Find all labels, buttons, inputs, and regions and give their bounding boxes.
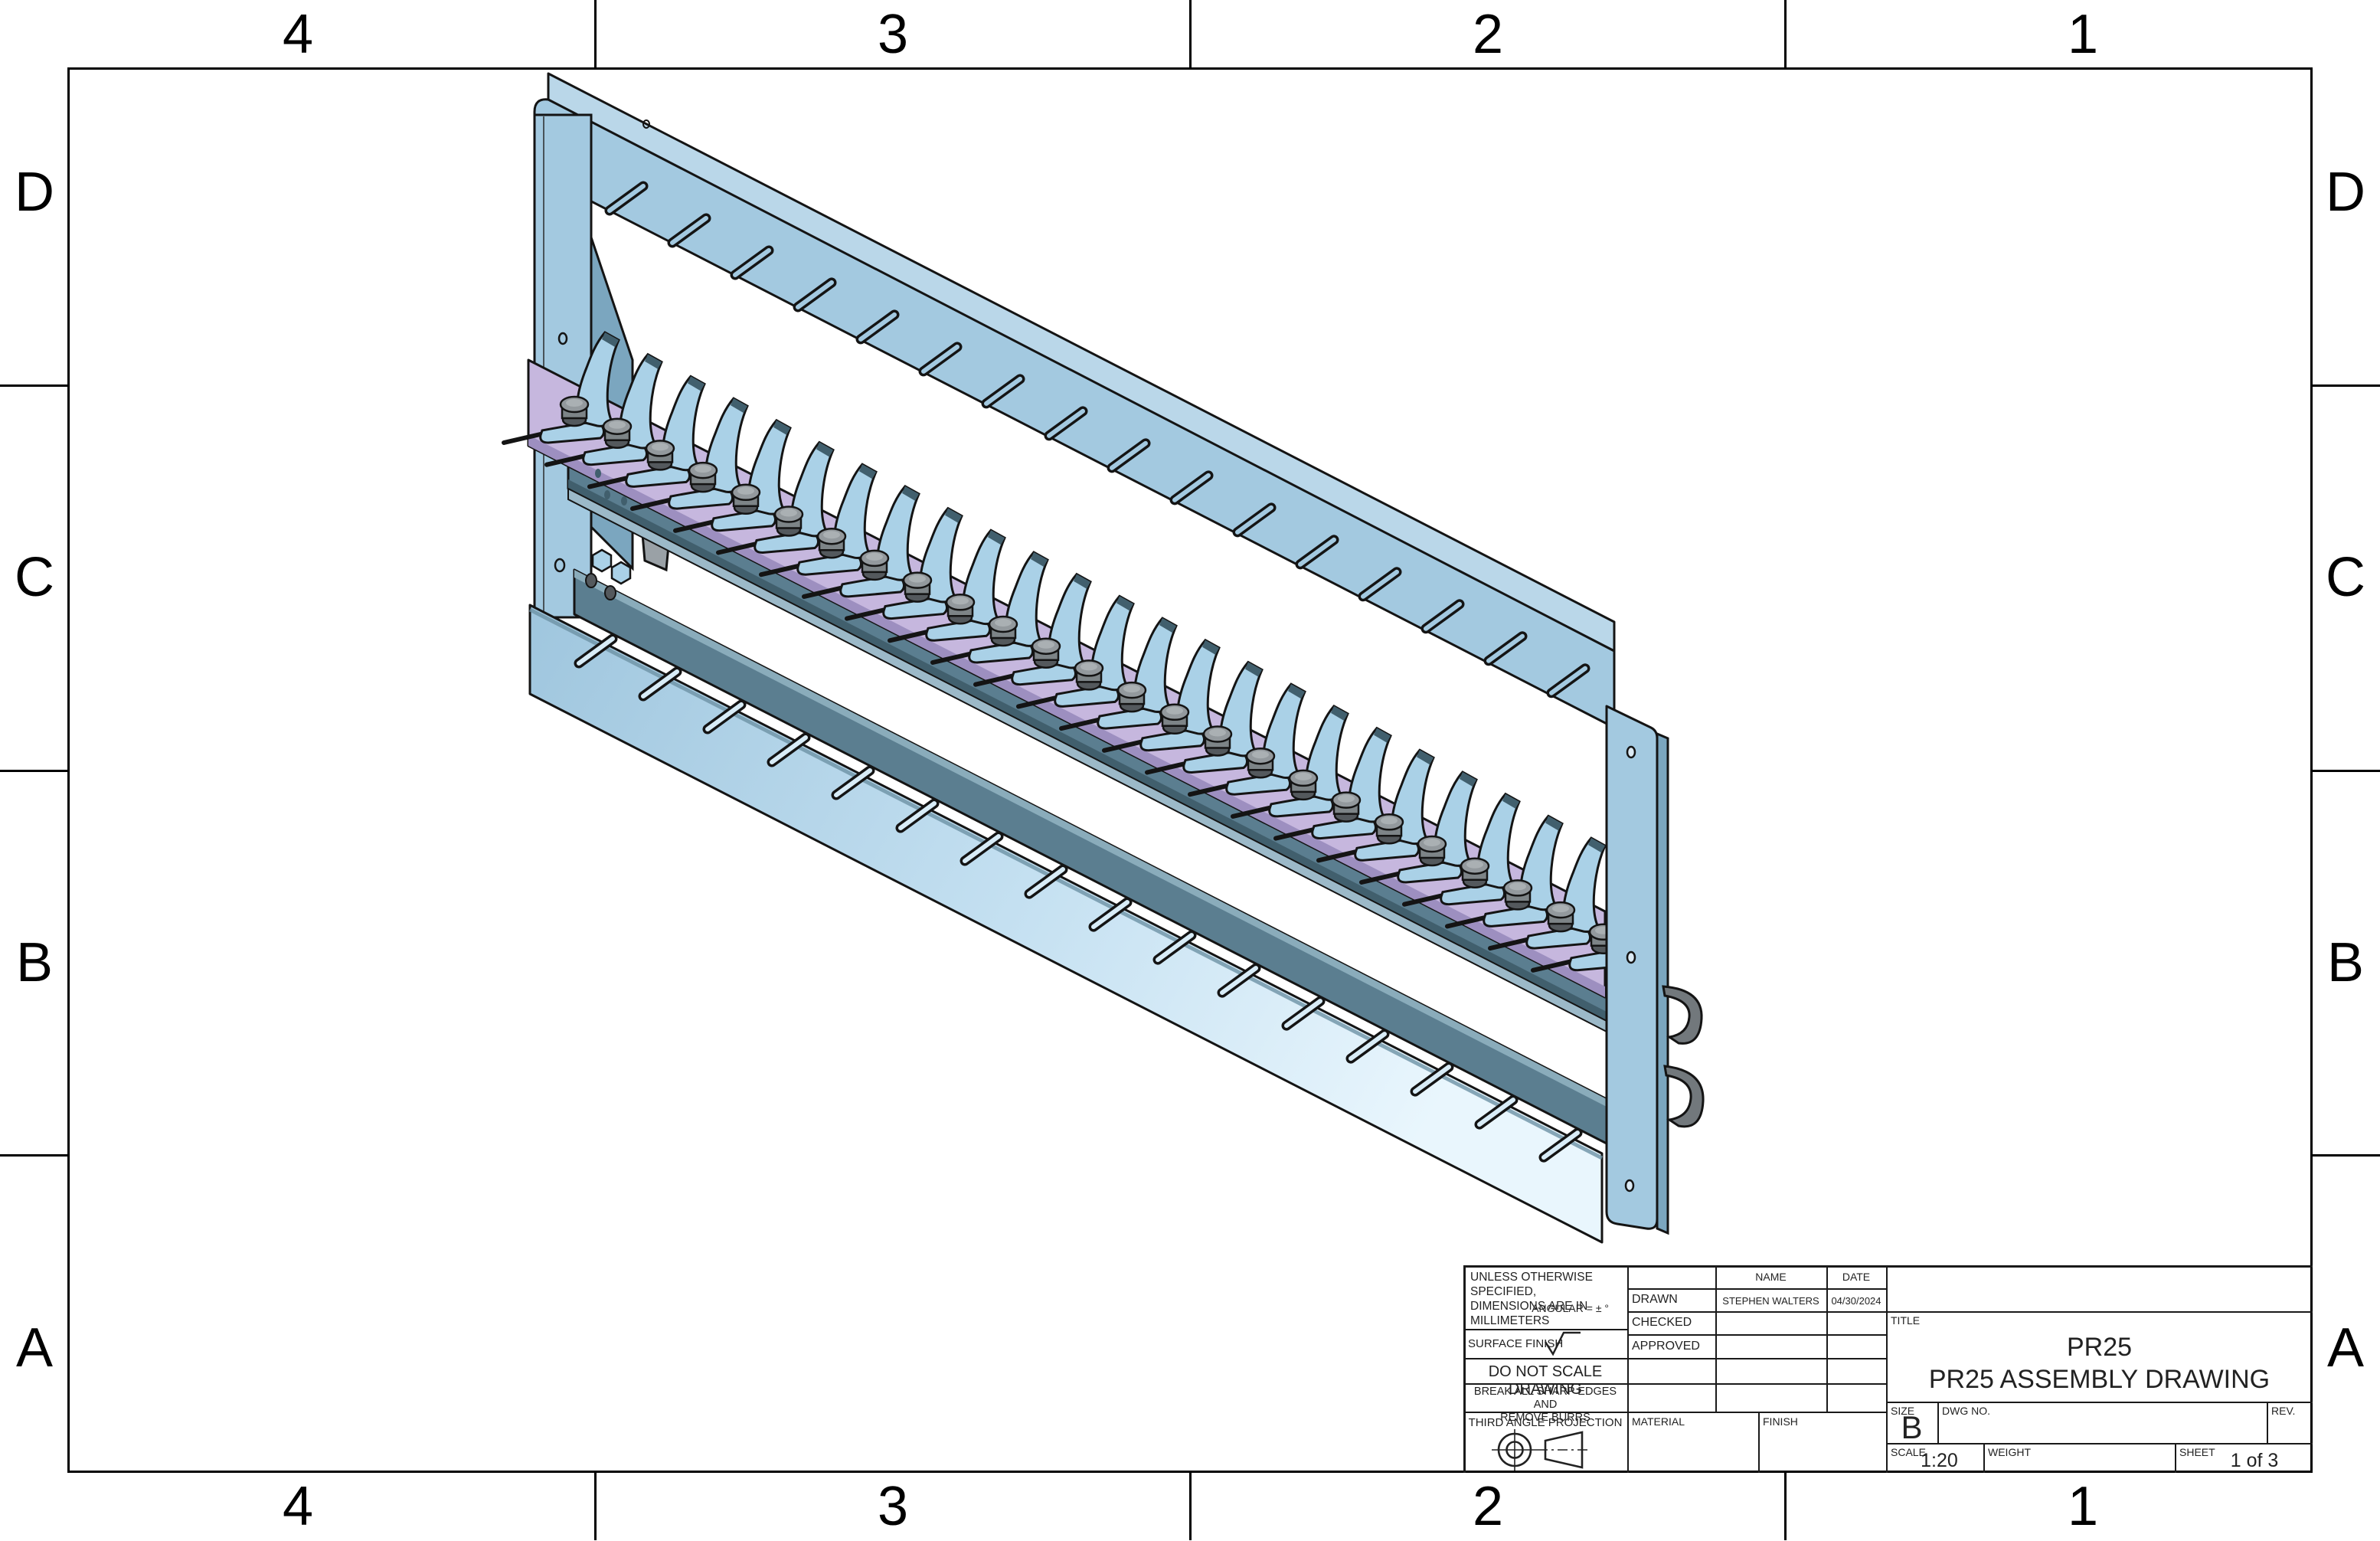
tb-row-approved-bottom [1463, 1358, 1888, 1359]
third-angle-projection-icon [1492, 1429, 1591, 1471]
zone-label-left-a: A [15, 1317, 54, 1379]
material-label: MATERIAL [1632, 1415, 1685, 1428]
zone-label-bottom-1: 1 [2067, 1476, 2099, 1537]
tb-notes-bottom [1463, 1329, 1629, 1330]
finish-label: FINISH [1763, 1415, 1798, 1428]
title-label: TITLE [1891, 1314, 1921, 1327]
tb-divider-scale-weight [1983, 1443, 1985, 1473]
sheet-value: 1 of 3 [2230, 1450, 2279, 1471]
scale-value: 1:20 [1921, 1450, 1958, 1471]
drawn-row-label: DRAWN [1632, 1293, 1678, 1306]
zone-label-right-a: A [2326, 1317, 2365, 1379]
tb-row-drawn-bottom [1627, 1311, 2313, 1313]
zone-tick-left-2 [0, 770, 67, 772]
checked-row-label: CHECKED [1632, 1316, 1692, 1329]
title-block-top-border [1463, 1265, 2313, 1268]
tb-size-row-bottom [1886, 1443, 2313, 1444]
zone-tick-bottom-2 [1189, 1473, 1192, 1540]
zone-label-right-c: C [2326, 547, 2365, 608]
bottom-rail-serrations [574, 633, 1583, 1163]
tb-divider-dwg-rev [2267, 1402, 2268, 1443]
right-end-plate [1605, 705, 1669, 1235]
zone-label-left-d: D [15, 162, 54, 223]
scale-label: SCALE [1891, 1446, 1926, 1458]
zone-label-top-3: 3 [877, 4, 909, 65]
break-edges-line2: REMOVE BURRS [1500, 1412, 1590, 1424]
tb-divider-notes [1627, 1265, 1629, 1473]
zone-tick-top-1 [594, 0, 597, 67]
surface-finish-label: SURFACE FINISH [1468, 1337, 1564, 1350]
title-block-left-border [1463, 1265, 1466, 1473]
tb-divider-material-finish [1758, 1412, 1760, 1473]
mounting-hook-upper [1662, 985, 1703, 1045]
zone-tick-left-3 [0, 1154, 67, 1157]
dwg-no-label: DWG NO. [1942, 1405, 1990, 1417]
zone-label-bottom-4: 4 [282, 1476, 314, 1537]
zone-tick-right-2 [2313, 770, 2380, 772]
bottom-rail [528, 604, 1604, 1244]
zone-label-left-b: B [15, 932, 54, 993]
zone-tick-bottom-3 [1784, 1473, 1787, 1540]
tb-row-checked-bottom [1627, 1334, 1888, 1336]
size-value: B [1901, 1409, 1923, 1445]
zone-label-bottom-3: 3 [877, 1476, 909, 1537]
sheet-border-frame [67, 67, 2313, 1473]
tb-divider-name-col [1715, 1265, 1717, 1412]
tb-row-empty1-bottom [1463, 1383, 1888, 1385]
tb-row-empty2-bottom [1463, 1412, 1888, 1413]
break-edges-line1: BREAK ALL SHARP EDGES AND [1473, 1386, 1617, 1411]
zone-label-top-1: 1 [2067, 4, 2099, 65]
name-column-header: NAME [1755, 1271, 1787, 1283]
tolerance-note-line1: UNLESS OTHERWISE SPECIFIED, [1470, 1271, 1593, 1298]
tb-divider-weight-sheet [2175, 1443, 2176, 1473]
weight-label: WEIGHT [1988, 1446, 2031, 1458]
tb-row-header-bottom [1627, 1288, 1888, 1290]
break-edges-note: BREAK ALL SHARP EDGES AND REMOVE BURRS [1463, 1386, 1627, 1425]
left-end-fasteners [585, 469, 632, 600]
angular-tolerance-note: ANGULAR = ± ° [1532, 1302, 1609, 1314]
tb-divider-right-section [1886, 1265, 1888, 1473]
tb-title-bottom [1886, 1402, 2313, 1403]
mounting-hook-lower [1663, 1065, 1705, 1128]
projection-label: THIRD ANGLE PROJECTION [1468, 1416, 1623, 1429]
drawing-title-line2: PR25 ASSEMBLY DRAWING [1928, 1365, 2270, 1394]
tb-divider-date-col [1826, 1265, 1828, 1412]
tolerance-note-line2: DIMENSIONS ARE IN MILLIMETERS [1470, 1300, 1588, 1327]
surface-finish-icon [1544, 1331, 1581, 1356]
zone-label-top-2: 2 [1472, 4, 1504, 65]
zone-tick-top-2 [1189, 0, 1192, 67]
sheet-label: SHEET [2179, 1446, 2215, 1458]
date-column-header: DATE [1842, 1271, 1871, 1283]
zone-label-left-c: C [15, 547, 54, 608]
top-rail [533, 72, 1616, 729]
rev-label: REV. [2271, 1405, 2296, 1417]
zone-label-top-4: 4 [282, 4, 314, 65]
zone-tick-right-1 [2313, 384, 2380, 387]
drawn-name-value: STEPHEN WALTERS [1722, 1295, 1819, 1307]
zone-tick-top-3 [1784, 0, 1787, 67]
size-label: SIZE [1891, 1405, 1915, 1417]
do-not-scale-note: DO NOT SCALE DRAWING [1488, 1363, 1603, 1398]
drawing-title-line1: PR25 [2066, 1333, 2133, 1362]
zone-tick-right-3 [2313, 1154, 2380, 1157]
zone-label-bottom-2: 2 [1472, 1476, 1504, 1537]
zone-label-right-b: B [2326, 932, 2365, 993]
tb-divider-size-dwg [1937, 1402, 1939, 1443]
tolerance-note: UNLESS OTHERWISE SPECIFIED, DIMENSIONS A… [1470, 1270, 1625, 1328]
top-rail-serrations [541, 149, 1590, 699]
zone-tick-left-1 [0, 384, 67, 387]
zone-tick-bottom-1 [594, 1473, 597, 1540]
approved-row-label: APPROVED [1632, 1340, 1700, 1353]
drawn-date-value: 04/30/2024 [1831, 1295, 1881, 1307]
zone-label-right-d: D [2326, 162, 2365, 223]
